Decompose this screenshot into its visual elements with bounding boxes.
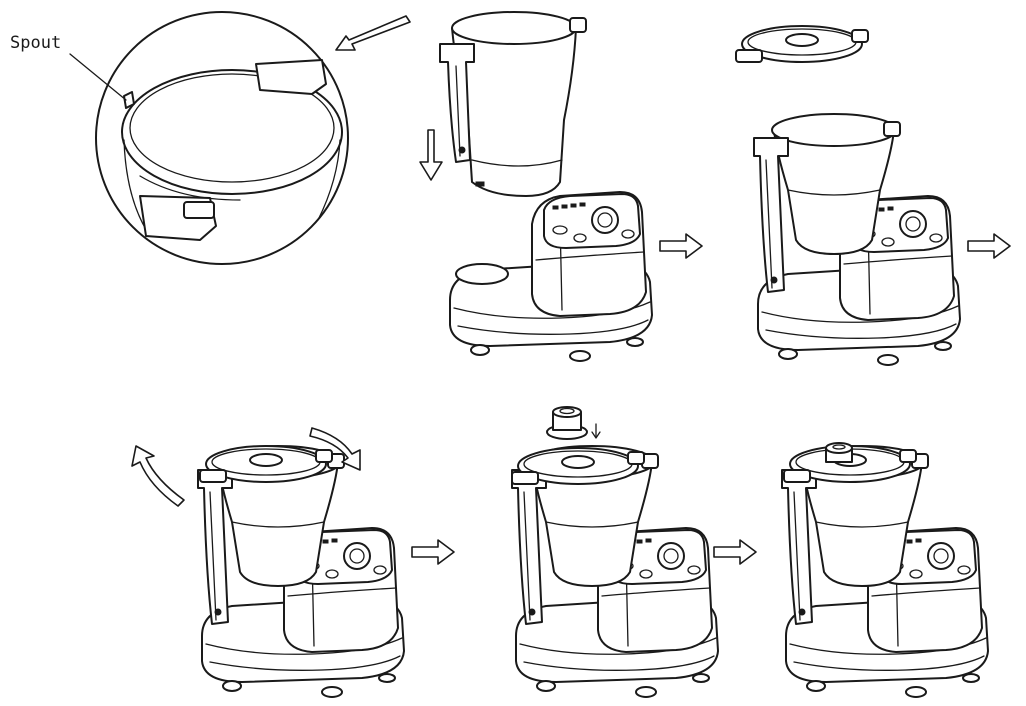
- lifted-jug-illustration: [439, 11, 587, 197]
- base-unit-empty: [449, 191, 653, 362]
- step-place-jug: [735, 25, 961, 366]
- small-down-arrow: [591, 423, 601, 439]
- spout-detail-callout: [95, 11, 349, 265]
- spout-leader-line: [69, 53, 127, 101]
- spout-label: Spout: [10, 33, 61, 53]
- callout-arrow: [335, 15, 411, 51]
- rotate-arrow-right: [309, 427, 361, 471]
- step-arrow-1: [659, 233, 703, 259]
- step-assembled: [781, 442, 989, 698]
- step-arrow-3: [411, 539, 455, 565]
- spout-label-group: Spout: [10, 33, 127, 101]
- step-insert-cup: [511, 406, 719, 698]
- lid-illustration: [735, 25, 869, 63]
- measuring-cup-inserted: [825, 442, 853, 463]
- step-remove-jug: [419, 11, 653, 362]
- measuring-cup: [546, 406, 588, 440]
- step-rotate-lid: [131, 427, 405, 698]
- rotate-arrow-left: [131, 445, 185, 507]
- step-arrow-2: [967, 233, 1011, 259]
- down-arrow: [419, 129, 443, 181]
- step-arrow-4: [713, 539, 757, 565]
